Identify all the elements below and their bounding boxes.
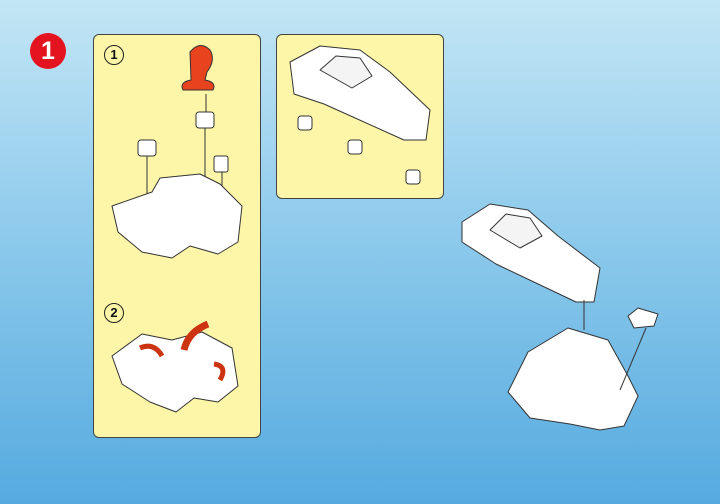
rotate-arrow [213, 361, 226, 382]
red-handle-part [181, 45, 215, 91]
connector-part [347, 139, 363, 155]
connector-part [137, 139, 157, 157]
small-rock-cap [627, 307, 659, 329]
substep-1-label: 1 [104, 45, 124, 65]
substep-2-label: 2 [104, 303, 124, 323]
rock-base-assembled [111, 331, 239, 413]
connector-part [405, 169, 421, 185]
rock-base [111, 173, 243, 259]
rock-tower [507, 327, 639, 431]
rotate-arrow [180, 320, 210, 351]
step-number-badge: 1 [30, 33, 66, 69]
connector-part [195, 111, 215, 129]
rotate-arrow [139, 343, 165, 358]
connector-part [297, 115, 313, 131]
clip-part [213, 155, 229, 173]
